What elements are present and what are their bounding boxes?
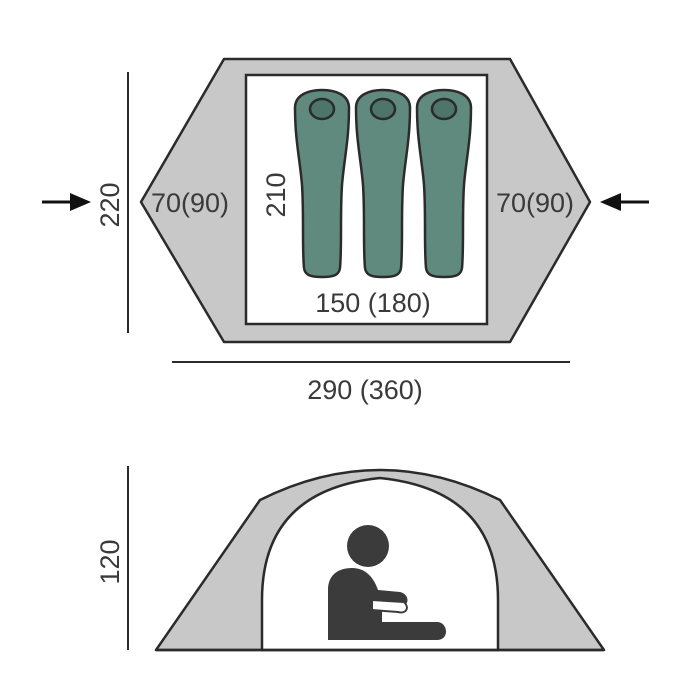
seated-person-icon	[328, 525, 447, 640]
side-height-label: 120	[95, 539, 125, 584]
sleeping-bag-icon	[354, 88, 412, 279]
inner-width-label: 150 (180)	[315, 288, 431, 318]
inner-length-label: 210	[261, 172, 291, 217]
arrow-right-icon	[42, 193, 91, 211]
top-view: 220 70(90) 70(90) 210 150 (180) 290 (360…	[42, 57, 649, 405]
height-label: 220	[95, 182, 125, 227]
side-view-door	[260, 476, 500, 652]
right-vestibule-label: 70(90)	[496, 188, 574, 218]
sleeping-bag-icon	[293, 88, 351, 279]
left-vestibule-label: 70(90)	[151, 188, 229, 218]
sleeping-bag-icon	[415, 88, 473, 279]
total-width-label: 290 (360)	[307, 375, 423, 405]
arrow-left-icon	[600, 193, 649, 211]
side-view: 120	[95, 466, 606, 652]
